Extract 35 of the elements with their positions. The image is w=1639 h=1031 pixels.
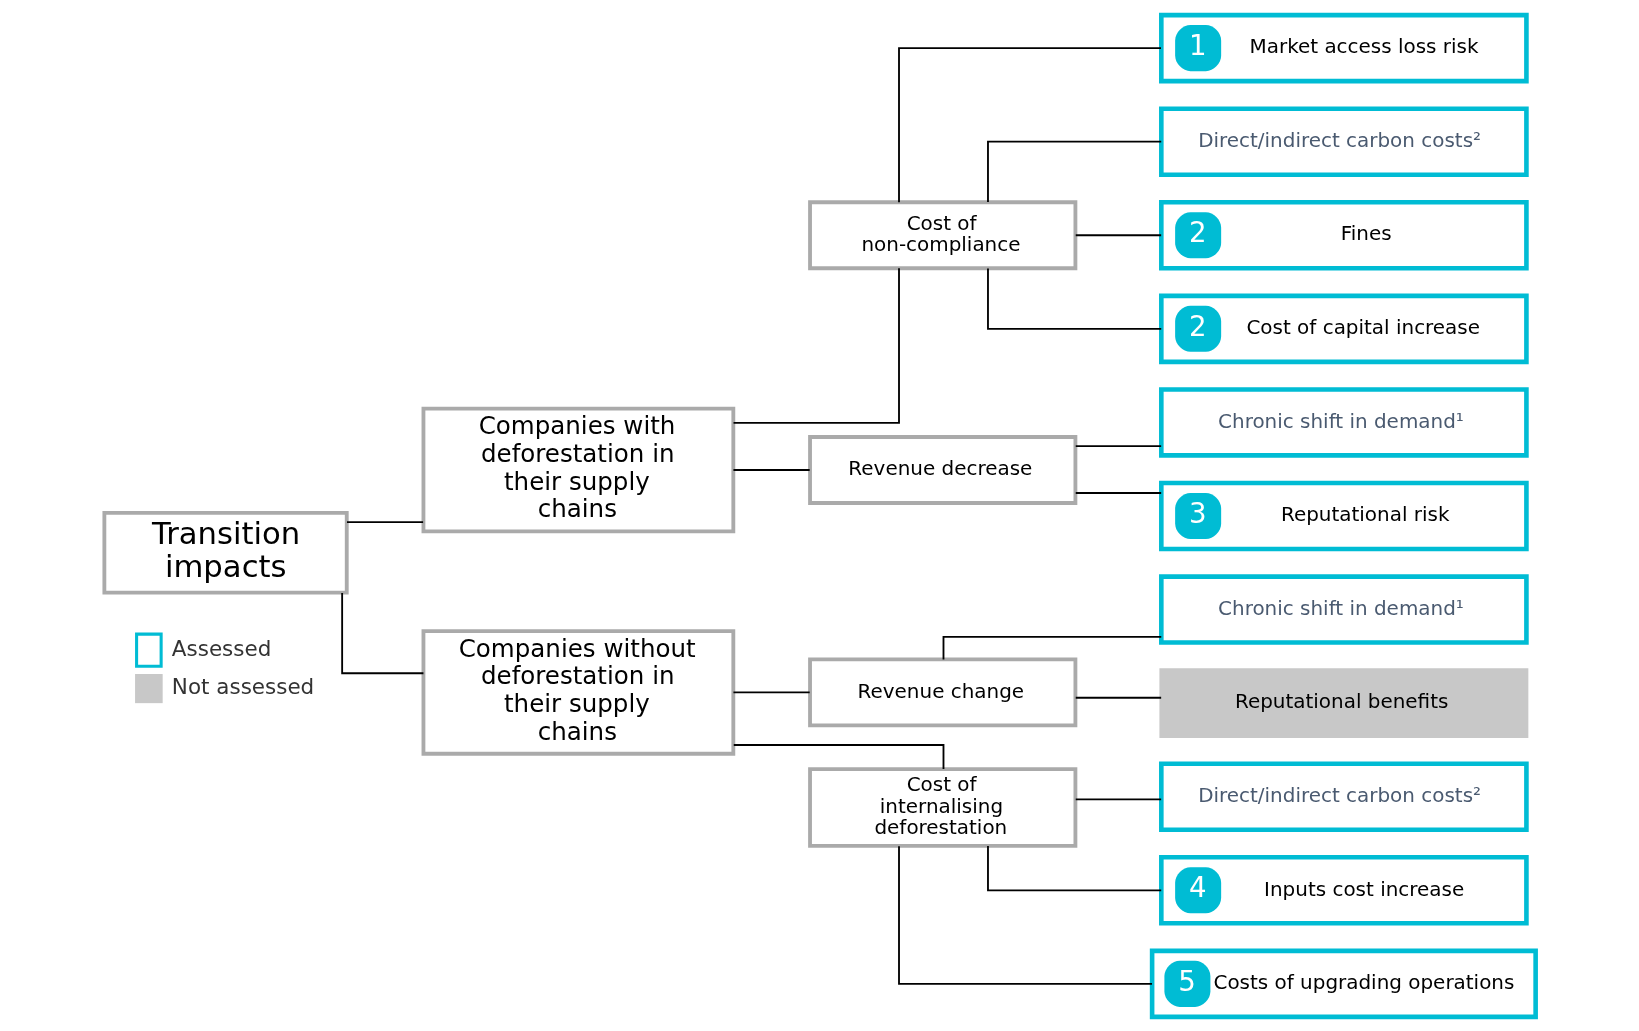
node-box: Direct/indirect carbon costs² bbox=[1158, 105, 1529, 177]
node-box: 2 Cost of capital increase bbox=[1158, 293, 1529, 364]
node-box: Transition impacts bbox=[101, 510, 349, 595]
node-box: 4 Inputs cost increase bbox=[1158, 854, 1529, 926]
node-box: Cost of internalising deforestation bbox=[807, 766, 1077, 848]
connector bbox=[340, 591, 424, 674]
node-box: Companies with deforestation in their supply chains bbox=[421, 406, 735, 533]
connector bbox=[1074, 696, 1162, 699]
node-box: Chronic shift in demand¹ bbox=[1158, 573, 1529, 645]
connector bbox=[986, 844, 1162, 891]
node-box: Cost of non-compliance bbox=[807, 199, 1077, 270]
node-box: Direct/indirect carbon costs² bbox=[1158, 760, 1529, 832]
connector bbox=[1074, 798, 1162, 800]
legend-label: Assessed bbox=[171, 635, 271, 661]
connector bbox=[345, 520, 424, 523]
connector bbox=[1074, 444, 1162, 447]
connector bbox=[732, 266, 900, 424]
node-box: 1 Market access loss risk bbox=[1158, 12, 1529, 83]
connector bbox=[986, 140, 1162, 203]
connector bbox=[1074, 491, 1162, 494]
node-box: 2 Fines bbox=[1158, 199, 1529, 271]
connector bbox=[732, 691, 811, 693]
node-box: 5 Costs of upgrading operations bbox=[1149, 948, 1538, 1019]
legend-label: Not assessed bbox=[171, 673, 314, 699]
node-box: Reputational benefits bbox=[1158, 667, 1528, 738]
connector bbox=[732, 468, 811, 471]
connector bbox=[897, 844, 1153, 985]
connector bbox=[1074, 233, 1162, 236]
connector bbox=[986, 267, 1162, 330]
node-box: Companies without deforestation in their supply chains bbox=[421, 628, 735, 756]
connector bbox=[897, 46, 1162, 203]
node-box: Chronic shift in demand¹ bbox=[1158, 386, 1529, 458]
node-box: 3 Reputational risk bbox=[1158, 480, 1529, 551]
node-box: Revenue change bbox=[807, 657, 1077, 727]
node-box: Revenue decrease bbox=[807, 434, 1077, 505]
